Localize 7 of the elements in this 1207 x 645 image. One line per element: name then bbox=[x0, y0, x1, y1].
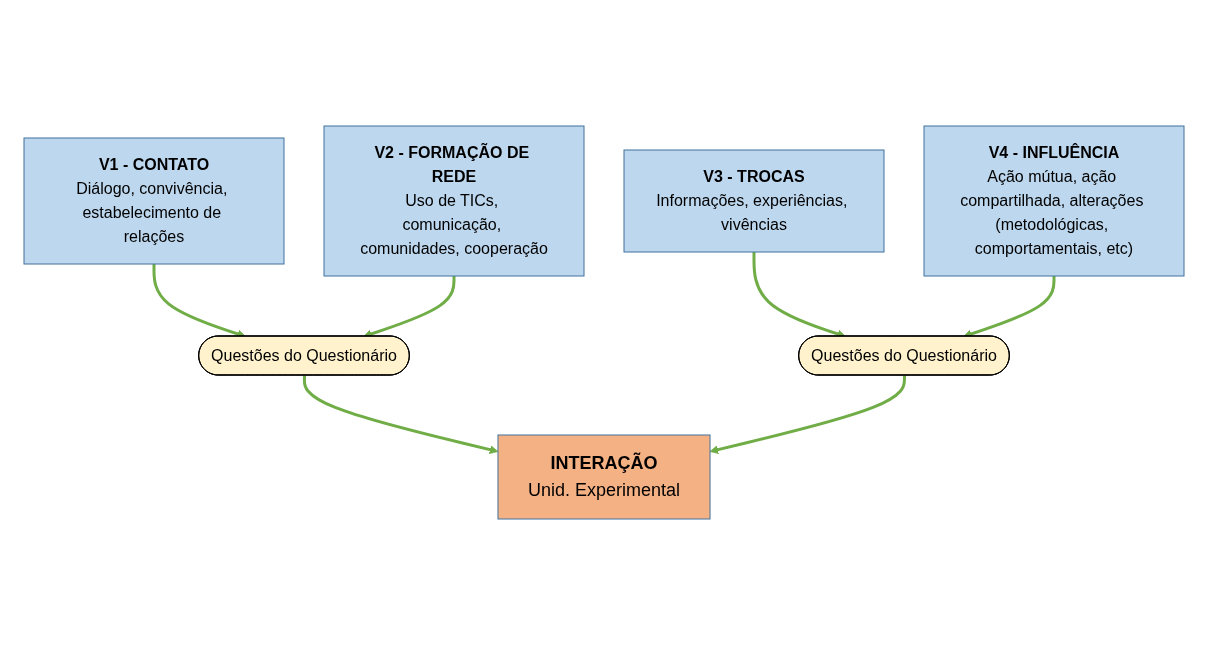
node-box: V4 - INFLUÊNCIA Ação mútua, ação compartilhada, alterações (metodológicas, comportamentais, etc) bbox=[923, 125, 1184, 277]
node-box: V1 - CONTATO Diálogo, convivência, estabelecimento de relações bbox=[23, 137, 284, 265]
node-box: V2 - FORMAÇÃO DE REDE Uso de TICs, comunicação, comunidades, cooperação bbox=[323, 125, 584, 277]
arrow bbox=[709, 375, 906, 454]
node-box: INTERAÇÃO Unid. Experimental bbox=[496, 434, 711, 520]
arrow bbox=[302, 375, 498, 454]
node-box: V3 - TROCAS Informações, experiências, vivências bbox=[623, 149, 884, 253]
